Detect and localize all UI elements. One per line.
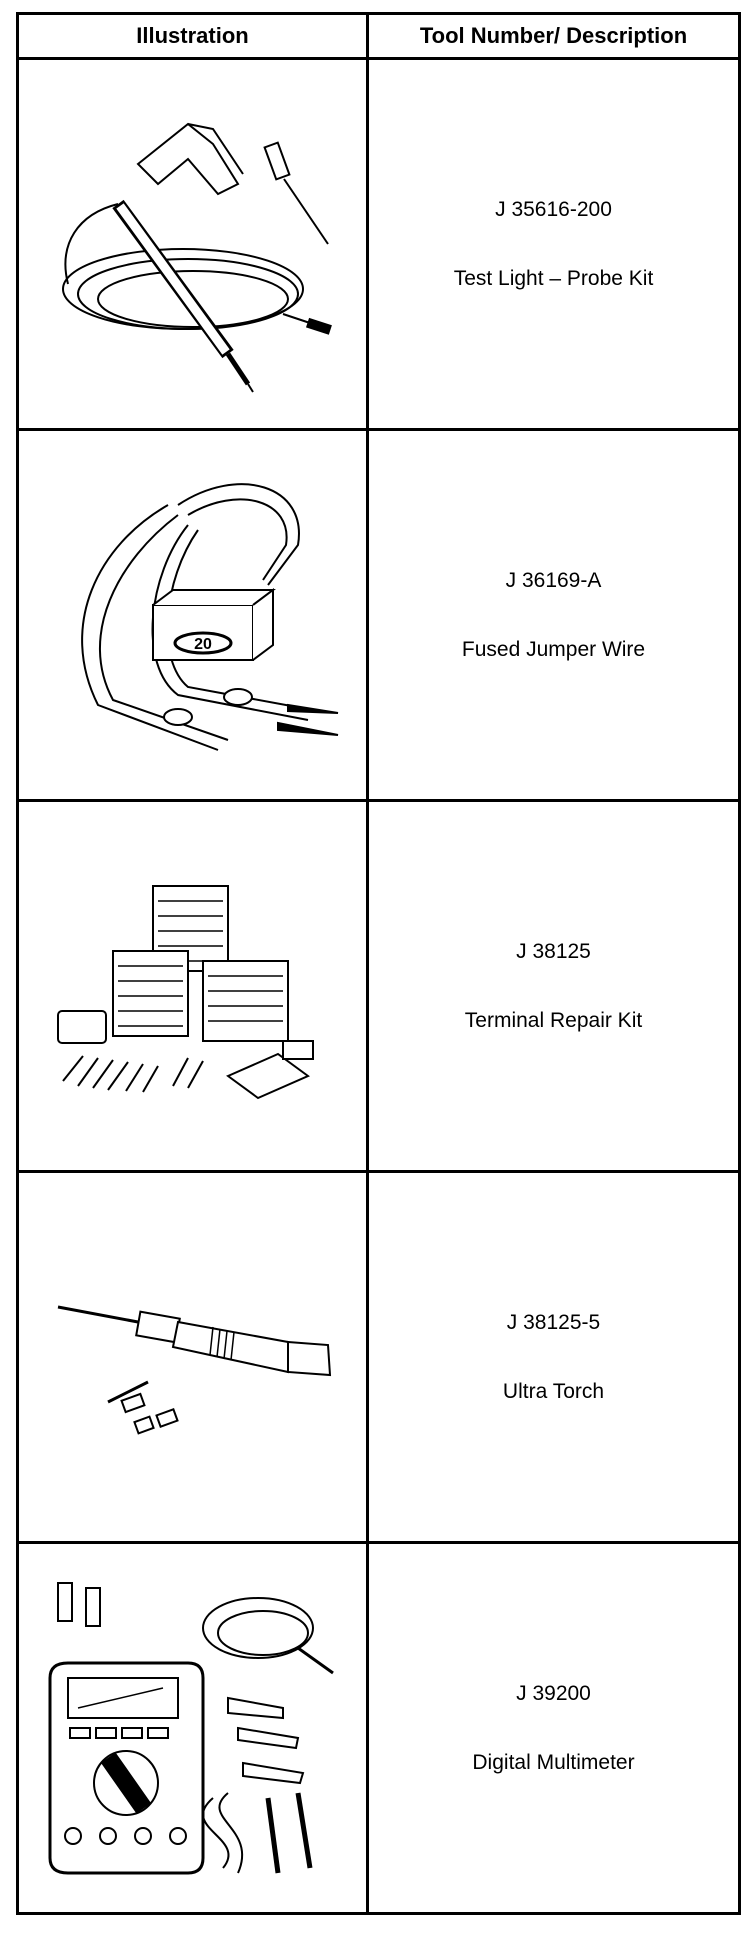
- ultra-torch-illustration: [57, 1305, 331, 1435]
- tool-number: J 38125: [516, 939, 591, 963]
- table-row: J 38125-5 Ultra Torch: [16, 1170, 741, 1544]
- description-header: Tool Number/ Description: [366, 12, 741, 60]
- test-light-probe-illustration: [61, 122, 332, 393]
- header-row: Illustration Tool Number/ Description: [16, 12, 741, 60]
- fuse-label: 20: [194, 636, 212, 653]
- illustration-header: Illustration: [16, 12, 369, 60]
- illustration-cell: [16, 1170, 369, 1544]
- terminal-repair-kit-illustration: [56, 885, 314, 1100]
- description-cell: J 35616-200 Test Light – Probe Kit: [366, 57, 741, 431]
- table-row: J 35616-200 Test Light – Probe Kit: [16, 57, 741, 431]
- illustration-cell: 20: [16, 428, 369, 802]
- tool-number: J 35616-200: [495, 197, 612, 221]
- tool-number: J 36169-A: [505, 568, 602, 592]
- table-row: J 38125 Terminal Repair Kit: [16, 799, 741, 1173]
- tool-name: Fused Jumper Wire: [461, 638, 646, 661]
- illustration-cell: [16, 57, 369, 431]
- digital-multimeter-illustration: [48, 1582, 334, 1875]
- tool-name: Terminal Repair Kit: [464, 1009, 643, 1032]
- illustration-cell: [16, 1541, 369, 1915]
- fused-jumper-wire-illustration: 20: [80, 483, 338, 751]
- description-cell: J 38125-5 Ultra Torch: [366, 1170, 741, 1544]
- illustration-cell: [16, 799, 369, 1173]
- tool-number: J 38125-5: [506, 1310, 601, 1334]
- tool-name: Test Light – Probe Kit: [453, 267, 654, 290]
- description-cell: J 39200 Digital Multimeter: [366, 1541, 741, 1915]
- description-cell: J 36169-A Fused Jumper Wire: [366, 428, 741, 802]
- table-row: 20 J 36169-A Fused Jumper Wire: [16, 428, 741, 802]
- tool-name: Ultra Torch: [502, 1380, 605, 1403]
- tool-name: Digital Multimeter: [472, 1751, 635, 1774]
- tool-table: Illustration Tool Number/ Description: [16, 12, 741, 1915]
- table-row: J 39200 Digital Multimeter: [16, 1541, 741, 1915]
- description-cell: J 38125 Terminal Repair Kit: [366, 799, 741, 1173]
- tool-number: J 39200: [516, 1681, 591, 1705]
